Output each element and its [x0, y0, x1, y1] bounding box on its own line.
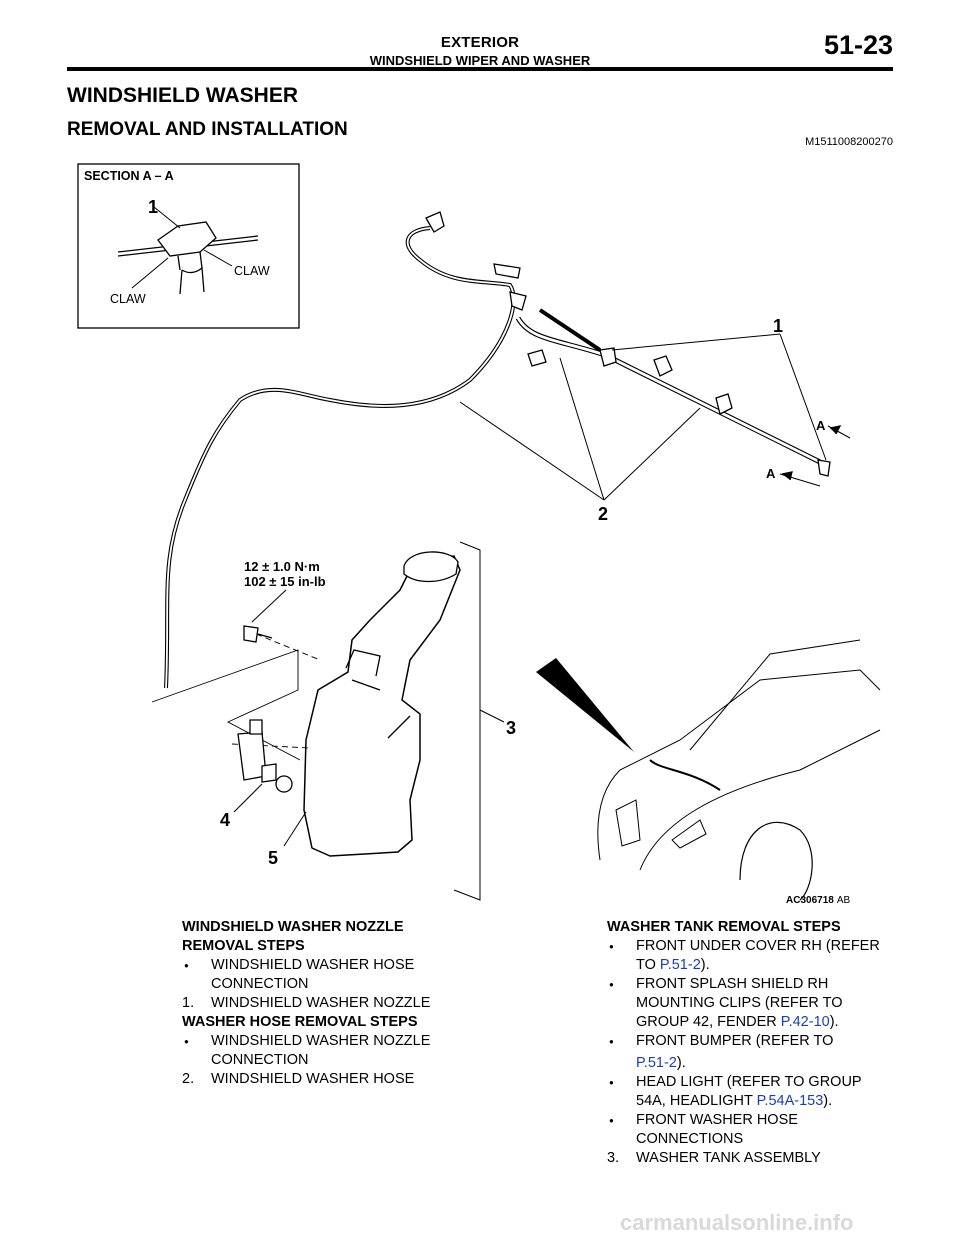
link-p51-2-bumper[interactable]: P.51-2 [636, 1055, 677, 1071]
nozzle-hose-steps: WINDSHIELD WASHER NOZZLE REMOVAL STEPS W… [182, 918, 472, 1089]
callout-3: 3 [506, 718, 516, 738]
document-id: M1511008200270 [805, 136, 893, 148]
tank-bullet-under-cover: FRONT UNDER COVER RH (REFER TO P.51-2). [607, 937, 907, 975]
nozzle-title-line1: WINDSHIELD WASHER NOZZLE [182, 919, 404, 935]
hose-step: 2.WINDSHIELD WASHER HOSE [182, 1071, 415, 1087]
nozzle-title-line2: REMOVAL STEPS [182, 938, 305, 954]
page-number: 51-23 [823, 30, 893, 60]
header-rule [67, 67, 893, 71]
tank-steps: WASHER TANK REMOVAL STEPS FRONT UNDER CO… [607, 918, 907, 1168]
link-p42-10[interactable]: P.42-10 [780, 1014, 830, 1030]
callout-1-inset: 1 [148, 197, 158, 217]
tank-step: 3.WASHER TANK ASSEMBLY [607, 1150, 821, 1166]
callout-2: 2 [598, 504, 608, 524]
claw-label-right: CLAW [234, 264, 270, 278]
tank-bullet-splash-shield: FRONT SPLASH SHIELD RH MOUNTING CLIPS (R… [607, 975, 907, 1032]
claw-label-left: CLAW [110, 292, 146, 306]
tank-bullet-bumper: FRONT BUMPER (REFER TO P.51-2). [607, 1032, 907, 1073]
torque-metric: 12 ± 1.0 N·m [244, 559, 320, 574]
section-marker-a-lower: A [766, 466, 776, 481]
nozzle-bullet: WINDSHIELD WASHER HOSE CONNECTION [182, 956, 472, 994]
link-p51-2[interactable]: P.51-2 [659, 957, 701, 973]
torque-imperial: 102 ± 15 in-lb [244, 574, 326, 589]
hose-title: WASHER HOSE REMOVAL STEPS [182, 1014, 418, 1030]
page-subtitle: REMOVAL AND INSTALLATION [67, 119, 348, 140]
section-label: SECTION A – A [84, 169, 174, 183]
callout-1: 1 [773, 316, 783, 336]
tank-bullet-headlight: HEAD LIGHT (REFER TO GROUP 54A, HEADLIGH… [607, 1073, 907, 1111]
washer-diagram: SECTION A – A 1 CLAW CLAW 1 A A 2 12 ± 1… [77, 163, 881, 901]
callout-4: 4 [220, 810, 230, 830]
hose-bullet: WINDSHIELD WASHER NOZZLE CONNECTION [182, 1032, 472, 1070]
page-title: WINDSHIELD WASHER [67, 84, 298, 107]
nozzle-step: 1.WINDSHIELD WASHER NOZZLE [182, 995, 431, 1011]
section-title: EXTERIOR [440, 34, 520, 51]
watermark: carmanualsonline.info [620, 1210, 854, 1235]
section-marker-a-upper: A [816, 418, 826, 433]
link-p54a-153[interactable]: P.54A-153 [756, 1093, 824, 1109]
tank-bullet-hose: FRONT WASHER HOSE CONNECTIONS [607, 1111, 907, 1149]
subsection-title: WINDSHIELD WIPER AND WASHER [369, 53, 591, 68]
section-inset-frame [77, 163, 300, 329]
tank-title: WASHER TANK REMOVAL STEPS [607, 919, 841, 935]
callout-5: 5 [268, 848, 278, 868]
